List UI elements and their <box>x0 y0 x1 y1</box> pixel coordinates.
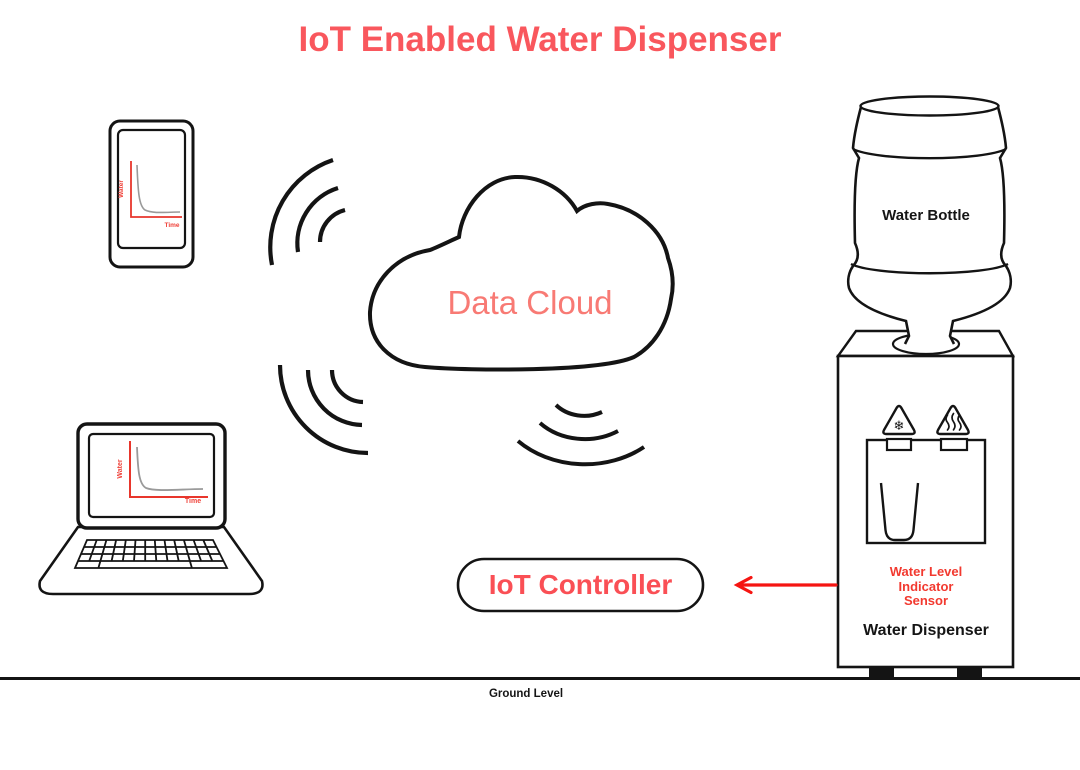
water-dispenser-group: ❄ <box>835 95 1016 678</box>
dispenser-foot-right <box>957 667 982 678</box>
hot-tap <box>939 437 969 452</box>
steam-icon <box>945 412 962 431</box>
sensor-label-line2: Indicator <box>898 578 954 594</box>
cold-tap <box>885 437 913 452</box>
phone-chart-axes <box>130 161 182 218</box>
data-cloud-label: Data Cloud <box>447 284 613 321</box>
laptop-chart-curve <box>136 446 204 491</box>
iot-controller-pill <box>456 557 705 613</box>
dispenser-foot-left <box>869 667 894 678</box>
phone-chart-curve <box>136 164 181 214</box>
left-arrow-icon <box>733 575 838 595</box>
water-level-sensor-label: Water Level Indicator Sensor <box>838 564 1014 609</box>
ground-level-label: Ground Level <box>488 688 564 700</box>
iot-controller-label: IoT Controller <box>488 569 673 600</box>
wifi-signal-cloud-controller-icon <box>516 403 646 467</box>
cold-warning-triangle <box>882 404 916 436</box>
page-title: IoT Enabled Water Dispenser <box>298 20 782 59</box>
water-dispenser-label: Water Dispenser <box>863 622 989 639</box>
cup-icon <box>879 482 920 542</box>
dispenser-recess <box>865 438 987 545</box>
water-bottle-shape <box>846 95 1013 345</box>
phone-chart-xlabel: Time <box>164 222 180 229</box>
wifi-signal-laptop-cloud-icon <box>277 364 369 456</box>
laptop-device <box>38 422 264 596</box>
laptop-chart-xlabel: Time <box>184 498 202 505</box>
snowflake-icon: ❄ <box>894 419 905 434</box>
cloud-shape <box>367 174 675 372</box>
laptop-keyboard <box>73 539 229 569</box>
laptop-chart-axes <box>129 441 208 498</box>
smartphone-device <box>108 119 195 269</box>
wifi-signal-phone-cloud-icon <box>268 158 346 266</box>
phone-screen <box>116 128 187 250</box>
sensor-label-line1: Water Level <box>889 564 963 579</box>
water-bottle-label: Water Bottle <box>882 207 970 224</box>
phone-chart-ylabel: Water <box>118 180 125 198</box>
sensor-label-line3: Sensor <box>903 593 949 609</box>
laptop-chart-ylabel: Water <box>117 459 124 479</box>
